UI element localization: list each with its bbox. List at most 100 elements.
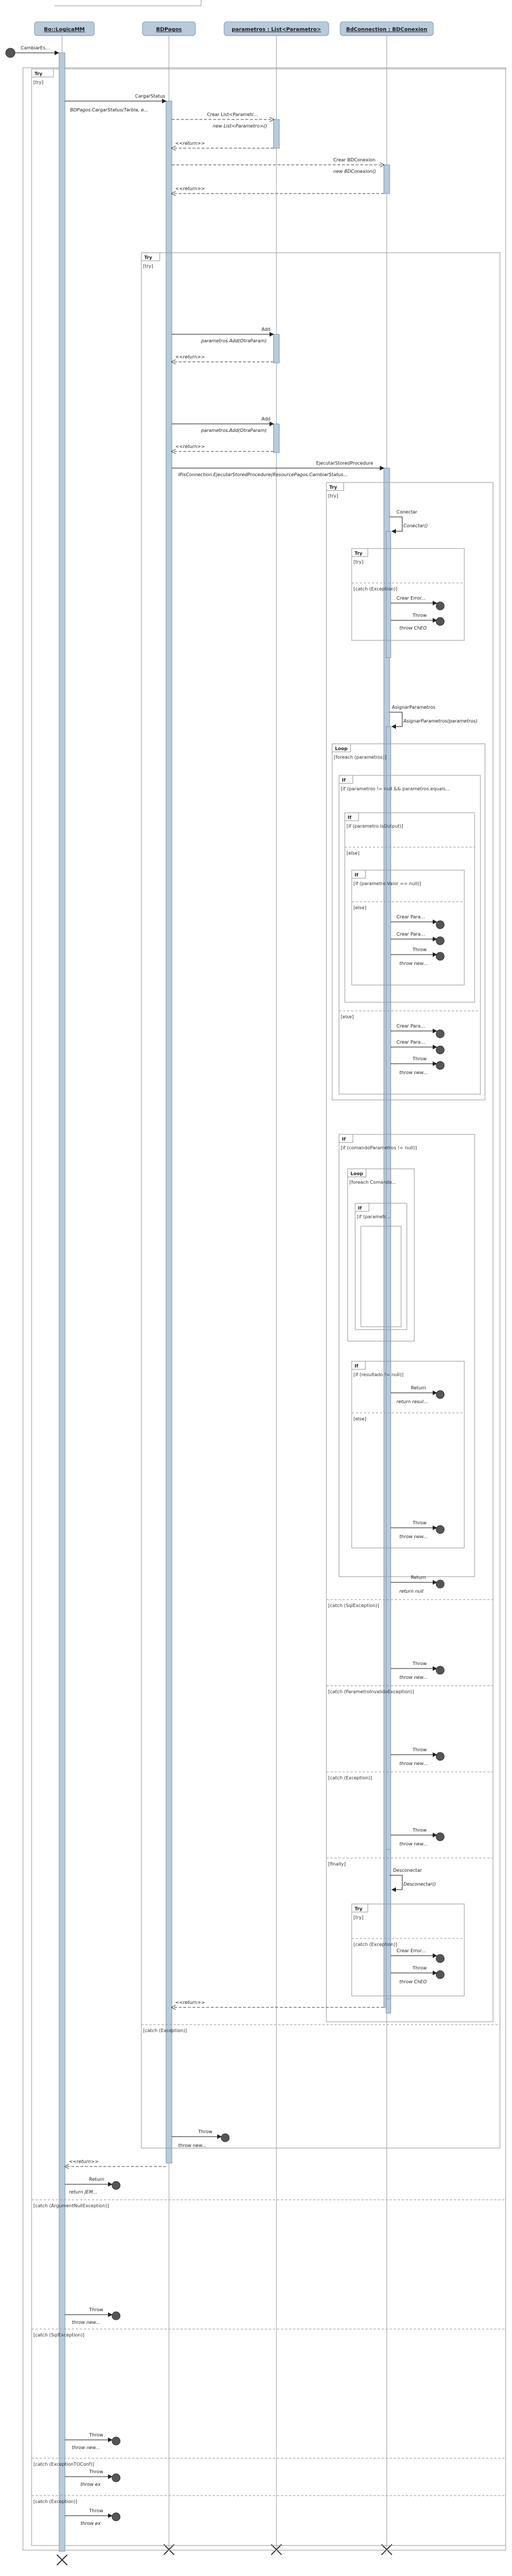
destroy-mark-parametros (271, 2544, 282, 2555)
participant-bdpagos: BDPagos (142, 21, 196, 36)
svg-text:[catch (SqlException)]: [catch (SqlException)] (33, 2332, 84, 2338)
svg-text:Throw: Throw (412, 1520, 427, 1525)
activation-bdc (383, 164, 390, 194)
svg-text:[try]: [try] (328, 493, 338, 499)
svg-text:throw new...: throw new... (399, 1070, 428, 1075)
activation-asignar (386, 726, 391, 2014)
frame-try-outer (31, 68, 506, 2546)
svg-text:Add: Add (261, 327, 271, 332)
frame-if1 (338, 775, 481, 1095)
participant-bo: Bo::LogicaMM (34, 21, 95, 36)
svg-text:Throw: Throw (88, 2469, 103, 2474)
svg-text:new BDConexion(): new BDConexion() (333, 169, 376, 174)
svg-text:new List<Parametro>(): new List<Parametro>() (213, 123, 267, 129)
activation-add2 (273, 423, 280, 453)
svg-text:[else]: [else] (341, 1014, 353, 1019)
svg-text:Bo::LogicaMM: Bo::LogicaMM (44, 27, 84, 33)
svg-text:AsignarParametros: AsignarParametros (392, 705, 436, 710)
svg-text:AsignarParametros(parametros): AsignarParametros(parametros) (403, 719, 478, 724)
svg-text:throw new...: throw new... (72, 2320, 100, 2325)
svg-text:throw ChEO: throw ChEO (399, 1979, 426, 1984)
frame-if3 (351, 870, 465, 986)
svg-text:Crear Error...: Crear Error... (396, 596, 426, 601)
svg-text:If: If (348, 815, 352, 820)
svg-text:[catch (Exception)]: [catch (Exception)] (33, 2499, 77, 2504)
svg-text:Throw: Throw (412, 947, 427, 952)
svg-text:[finally]: [finally] (328, 1861, 345, 1867)
svg-text:Crear Para...: Crear Para... (396, 1024, 425, 1029)
svg-text:throw new...: throw new... (399, 1534, 428, 1539)
svg-text:Return: Return (411, 1385, 426, 1391)
svg-text:[catch (Exception)]: [catch (Exception)] (353, 586, 397, 592)
svg-text:[else]: [else] (353, 905, 366, 910)
svg-text:Conectar: Conectar (396, 509, 418, 515)
activation-desconectar (386, 1849, 391, 1999)
participant-bdconnection: BdConnection : BDConexion (340, 21, 434, 36)
svg-text:Return: Return (411, 1575, 426, 1580)
svg-text:Try: Try (144, 255, 153, 260)
svg-text:Loop: Loop (351, 1171, 363, 1176)
svg-text:throw ex: throw ex (80, 2521, 101, 2526)
svg-text:Crear List<Parametr...: Crear List<Parametr... (207, 112, 258, 117)
svg-text:<<return>>: <<return>> (175, 186, 205, 191)
svg-text:[try]: [try] (353, 559, 363, 565)
svg-text:Crear Para...: Crear Para... (396, 1040, 425, 1045)
svg-text:Crear Para...: Crear Para... (396, 914, 425, 920)
svg-text:parametros : List<Parametro>: parametros : List<Parametro> (232, 27, 321, 33)
svg-text:CargarStatus: CargarStatus (135, 94, 165, 99)
activation-bo (59, 52, 66, 2552)
activation-bdpagos (165, 101, 172, 2164)
svg-text:CambiarEs...: CambiarEs... (21, 45, 50, 51)
svg-text:If: If (342, 778, 346, 783)
svg-text:throw ChEO: throw ChEO (399, 625, 426, 631)
svg-text:parametros.Add(OtraParam): parametros.Add(OtraParam) (201, 338, 267, 343)
destroy-mark-bo (56, 2554, 68, 2566)
svg-text:[try]: [try] (143, 264, 153, 269)
frame-loop2 (347, 1168, 415, 1342)
svg-text:Throw: Throw (88, 2432, 103, 2438)
svg-text:[else]: [else] (347, 851, 359, 856)
frame-loop (332, 743, 486, 1100)
svg-text:Desconectar(): Desconectar() (403, 1882, 436, 1887)
svg-text:Crear Error...: Crear Error... (396, 1948, 426, 1953)
svg-text:Throw: Throw (88, 2508, 103, 2513)
svg-text:Throw: Throw (412, 613, 427, 618)
svg-text:<<return>>: <<return>> (175, 354, 205, 360)
svg-text:return null: return null (399, 1589, 424, 1594)
svg-text:Crear Para...: Crear Para... (396, 932, 425, 937)
svg-text:<<return>>: <<return>> (69, 2159, 99, 2164)
svg-text:throw ex: throw ex (80, 2482, 101, 2487)
activation-add1 (273, 334, 280, 364)
destroy-mark-bdpagos (163, 2544, 175, 2555)
svg-text:Try: Try (34, 71, 43, 76)
svg-text:Loop: Loop (335, 746, 348, 751)
svg-text:If: If (358, 1206, 362, 1211)
destroy-mark-bdconnection (381, 2544, 392, 2555)
frame-if2 (344, 812, 475, 1003)
frame-try-disc (351, 1903, 465, 1996)
svg-text:Conectar(): Conectar() (403, 523, 428, 528)
svg-text:Try: Try (355, 1906, 363, 1911)
svg-text:[foreach (parametros)]: [foreach (parametros)] (334, 755, 386, 760)
svg-text:[try]: [try] (33, 80, 43, 85)
svg-text:If: If (342, 1137, 346, 1142)
svg-text:[catch (Exception)]: [catch (Exception)] (143, 2028, 187, 2033)
svg-text:Crear BDConexion: Crear BDConexion (333, 157, 375, 163)
activation-list (273, 119, 280, 149)
frame-try-connect (351, 548, 465, 641)
svg-text:[catch (SqlException)]: [catch (SqlException)] (328, 1603, 379, 1608)
svg-text:parametros.Add(OtraParam): parametros.Add(OtraParam) (201, 428, 267, 433)
svg-text:throw new...: throw new... (178, 2143, 206, 2148)
svg-text:[catch (Exception)]: [catch (Exception)] (328, 1775, 372, 1781)
svg-text:Desconectar: Desconectar (393, 1868, 422, 1873)
participant-parametros: parametros : List<Parametro> (224, 21, 329, 36)
svg-text:[if (parametro.Valor == null)]: [if (parametro.Valor == null)] (353, 881, 421, 886)
svg-text:[if (parametr...: [if (parametr... (357, 1214, 390, 1219)
svg-text:throw new...: throw new... (399, 1675, 428, 1680)
svg-text:[catch (ExceptionTOConf)]: [catch (ExceptionTOConf)] (33, 2462, 94, 2467)
frame-try-bd (141, 252, 501, 2149)
svg-text:[try]: [try] (353, 1915, 363, 1920)
svg-text:[else]: [else] (353, 1416, 366, 1422)
svg-text:Throw: Throw (88, 2307, 103, 2312)
